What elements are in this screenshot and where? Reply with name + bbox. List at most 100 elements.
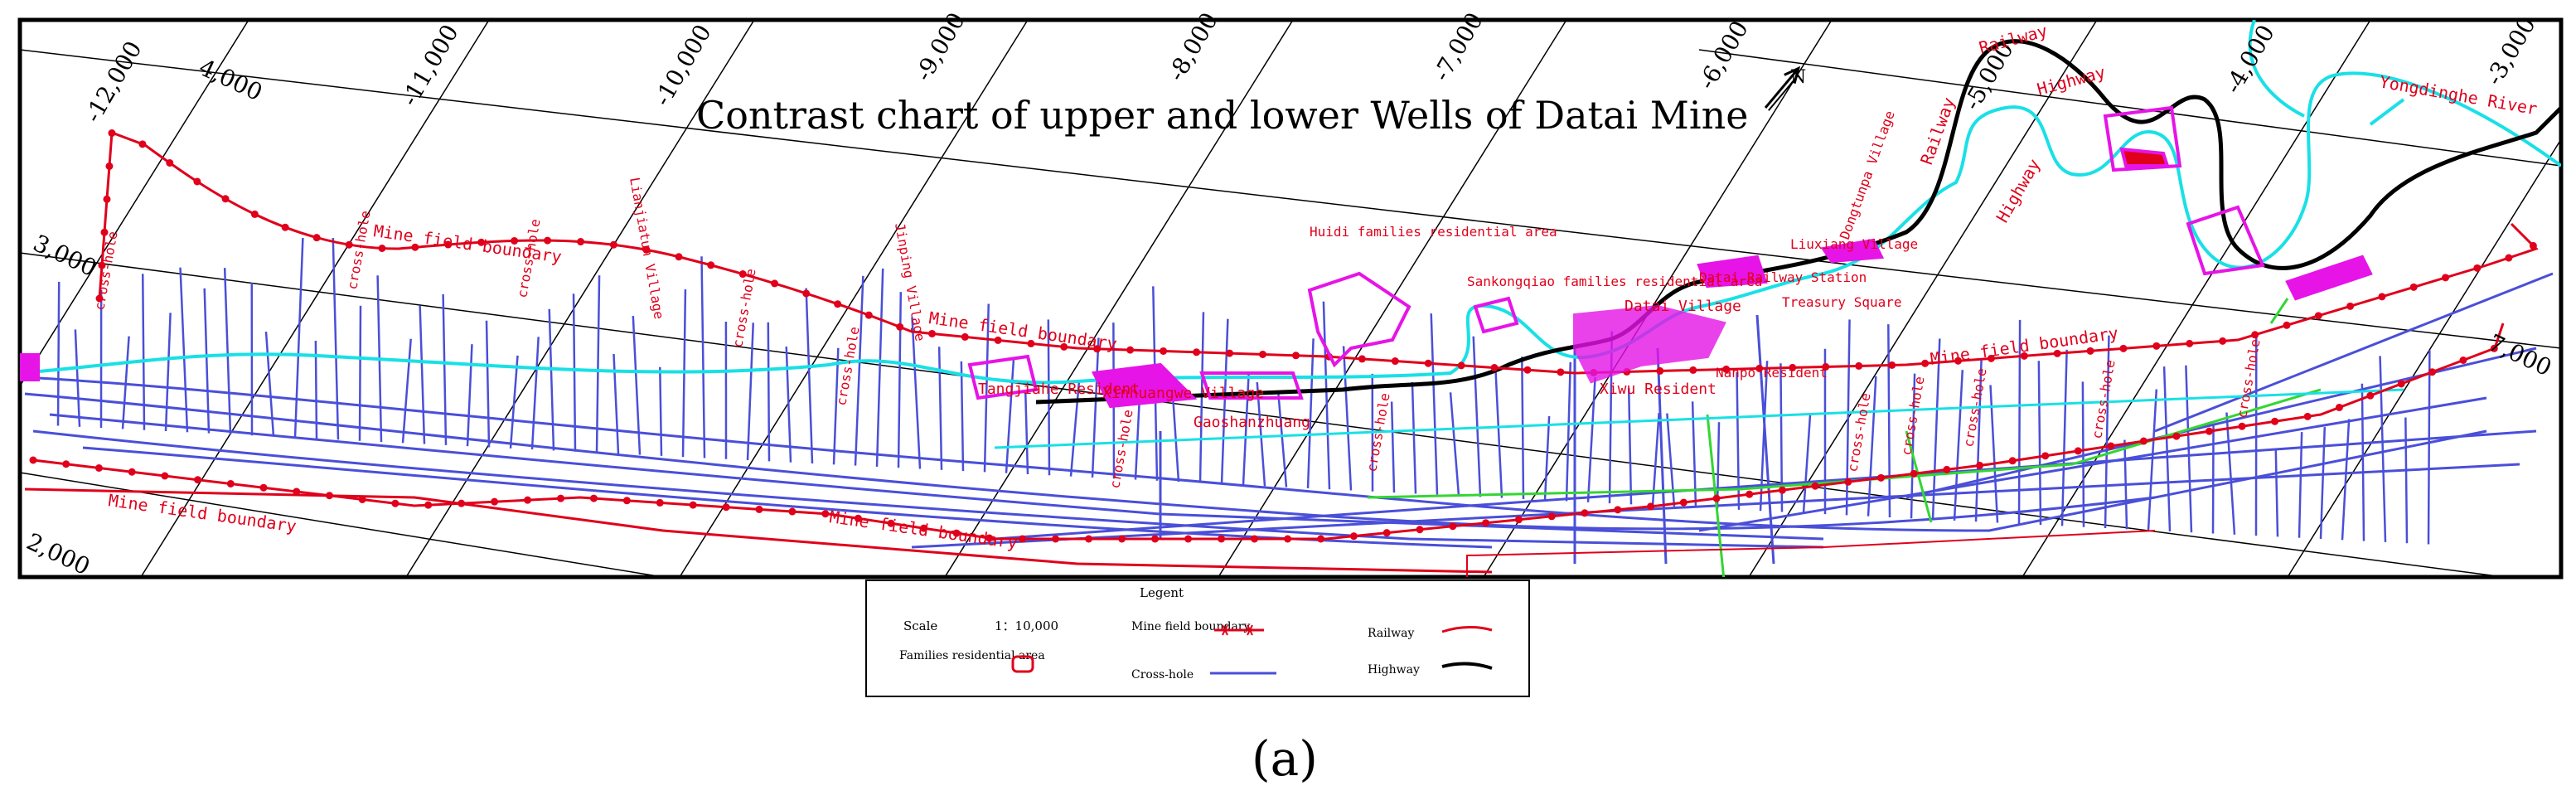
legend-highway-label: Highway — [1368, 663, 1420, 677]
boundary-marker — [738, 270, 747, 279]
boundary-marker — [887, 519, 895, 527]
cross-hole-tick — [1024, 390, 1029, 475]
boundary-marker — [1457, 361, 1465, 370]
boundary-marker — [1557, 368, 1565, 376]
boundary-marker — [642, 245, 651, 254]
boundary-marker — [411, 243, 419, 251]
boundary-marker — [95, 294, 104, 303]
cross-hole-tick — [1005, 356, 1015, 473]
boundary-marker — [1523, 366, 1532, 374]
cross-hole-tick — [1171, 395, 1180, 483]
boundary-marker — [2505, 254, 2513, 262]
north-arrow-icon — [1764, 65, 1801, 111]
boundary-marker — [1888, 361, 1896, 369]
label-treasury: Treasury Square — [1782, 294, 1902, 310]
boundary-marker — [1424, 359, 1432, 367]
boundary-marker — [2238, 422, 2246, 430]
boundary-marker — [221, 195, 230, 203]
boundary-marker — [1514, 516, 1523, 524]
cross-hole-tick — [1494, 365, 1503, 498]
label-gaoshanzhuang: Gaoshanzhuang — [1194, 414, 1310, 431]
boundary-marker — [1976, 461, 1984, 469]
boundary-marker — [928, 329, 937, 337]
boundary-marker — [2283, 321, 2291, 329]
label-datai-village: Datai Village — [1625, 298, 1741, 315]
cross-hole-tick — [960, 361, 965, 472]
boundary-marker — [707, 261, 715, 269]
boundary-marker — [325, 492, 333, 500]
cross-hole-tick — [1390, 401, 1396, 493]
cross-hole-tick — [595, 275, 601, 454]
boundary-marker — [1291, 352, 1300, 360]
boundary-marker — [821, 510, 830, 518]
boundary-marker — [2172, 432, 2181, 440]
cross-hole-tick — [1910, 373, 1916, 519]
cross-hole-tick — [897, 292, 903, 468]
boundary-marker — [1052, 535, 1060, 543]
label-sankongqiao: Sankongqiao families residential area — [1467, 274, 1762, 289]
legend-boundary-label: Mine field boundary — [1131, 620, 1251, 633]
cross-hole-tick — [1521, 356, 1525, 499]
cross-hole-tick — [2104, 335, 2110, 529]
boundary-marker — [1226, 349, 1234, 357]
boundary-marker — [511, 236, 519, 245]
north-label: N — [1790, 67, 1806, 88]
cross-hole-tick — [983, 303, 990, 473]
cross-hole-tick — [2185, 365, 2193, 533]
boundary-marker — [2086, 347, 2094, 355]
boundary-marker — [1844, 478, 1852, 486]
cross-hole-tick — [700, 256, 706, 458]
boundary-marker — [656, 498, 664, 507]
boundary-marker — [1490, 364, 1499, 372]
boundary-marker — [1027, 339, 1035, 347]
cross-hole-tick — [1322, 301, 1331, 490]
boundary-markers — [29, 129, 2537, 543]
cross-hole-tick — [572, 293, 577, 452]
cross-hole-tick — [1472, 336, 1482, 497]
cross-hole-tick — [1069, 382, 1081, 477]
boundary-marker — [1416, 526, 1424, 534]
cross-hole-tick — [854, 275, 864, 466]
cross-hole-tick — [785, 347, 792, 463]
boundary-marker — [557, 494, 565, 502]
boundary-marker — [193, 177, 201, 186]
boundary-marker — [689, 501, 697, 509]
boundary-marker — [1689, 366, 1697, 374]
cross-hole-tick — [179, 267, 189, 433]
cross-hole-tick — [401, 338, 412, 444]
boundary-marker — [1160, 347, 1168, 355]
boundary-marker — [105, 162, 114, 170]
boundary-marker — [1778, 486, 1786, 494]
boundary-marker — [1910, 469, 1918, 478]
boundary-marker — [1151, 535, 1160, 543]
boundary-marker — [250, 210, 259, 218]
cross-hole-tick — [332, 238, 340, 440]
boundary-marker — [259, 483, 268, 492]
cross-hole-tick — [2341, 419, 2351, 541]
cross-hole-tick — [466, 344, 473, 447]
boundary-marker — [577, 238, 585, 246]
boundary-marker — [29, 456, 37, 464]
boundary-marker — [138, 140, 147, 148]
cross-hole-tick — [509, 355, 519, 449]
boundary-marker — [524, 496, 532, 504]
boundary-marker — [2303, 412, 2312, 420]
cross-hole-tick — [419, 305, 426, 444]
boundary-marker — [1855, 361, 1863, 370]
boundary-marker — [1193, 348, 1201, 356]
boundary-marker — [1349, 532, 1358, 541]
cross-hole-tick — [203, 288, 211, 434]
boundary-marker — [2041, 452, 2050, 460]
label-nanpo: Nanpo Resident — [1716, 365, 1828, 381]
boundary-marker — [675, 253, 683, 261]
cross-hole-tick — [2404, 417, 2409, 544]
label-xinhuangwe: Xinhuangwe Village — [1102, 385, 1264, 402]
boundary-marker — [281, 223, 289, 231]
boundary-marker — [293, 487, 301, 496]
boundary-marker — [1184, 535, 1193, 543]
boundary-marker — [94, 463, 103, 472]
boundary-marker — [194, 476, 202, 484]
label-huidi: Huidi families residential area — [1310, 224, 1557, 240]
boundary-marker — [2186, 339, 2194, 347]
